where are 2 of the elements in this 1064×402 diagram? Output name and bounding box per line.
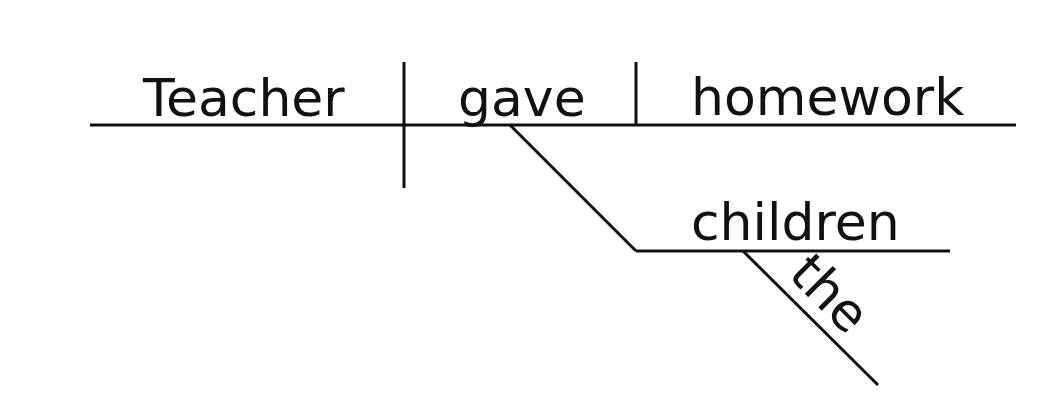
word-text: homework [691,71,965,123]
word-text: Teacher [143,72,345,124]
